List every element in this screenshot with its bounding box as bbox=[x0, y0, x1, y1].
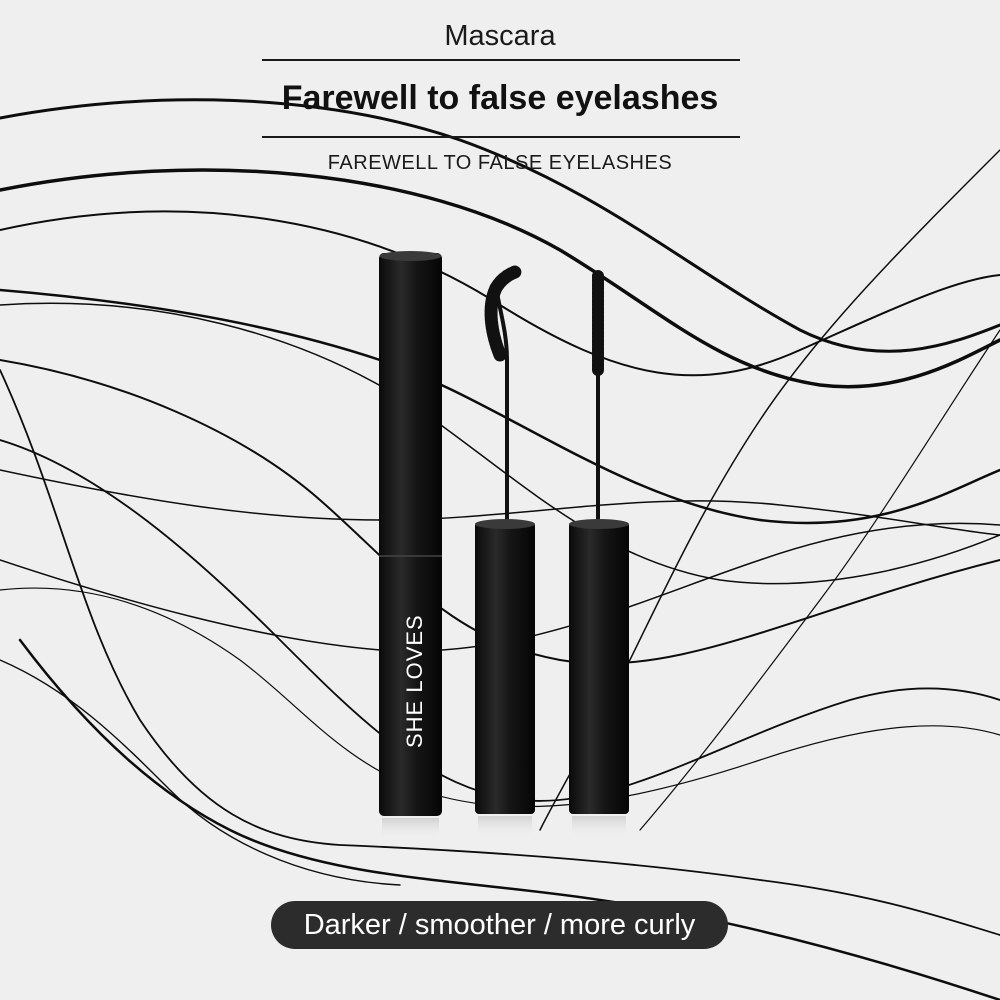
product-category-title: Mascara bbox=[444, 20, 556, 52]
mascara-tube-icon bbox=[379, 251, 442, 840]
brand-label: SHE LOVES bbox=[402, 614, 427, 748]
header-divider-top bbox=[262, 59, 740, 61]
feature-tagline-pill: Darker / smoother / more curly bbox=[271, 901, 728, 949]
header-divider-bottom bbox=[262, 136, 740, 138]
headline-caps: FAREWELL TO FALSE EYELASHES bbox=[327, 152, 673, 174]
curved-brush-wand-icon bbox=[475, 265, 535, 838]
straight-brush-wand-icon bbox=[569, 269, 629, 838]
headline: Farewell to false eyelashes bbox=[281, 79, 719, 117]
header: Mascara Farewell to false eyelashes FARE… bbox=[0, 0, 1000, 190]
